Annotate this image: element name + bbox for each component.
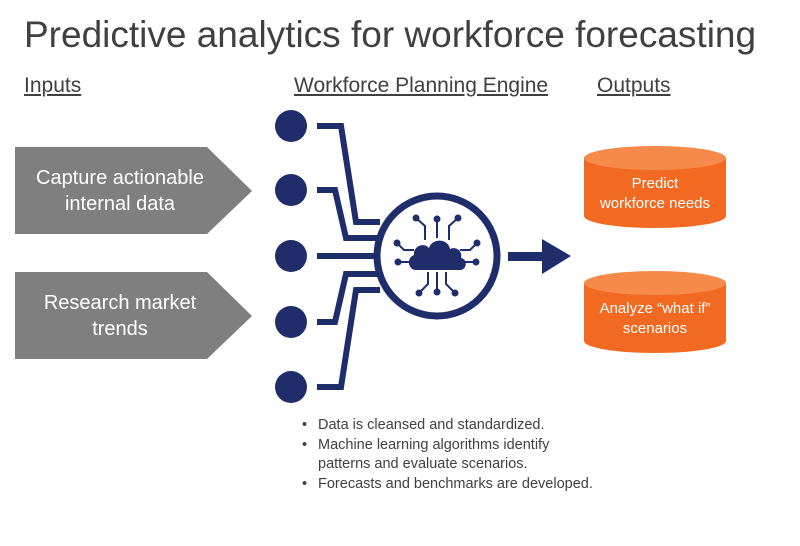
arrow-right-icon xyxy=(508,239,571,274)
inputs-header: Inputs xyxy=(24,74,82,97)
process-bullet-list: Data is cleansed and standardized. Machi… xyxy=(298,416,598,495)
bullet-item: Data is cleansed and standardized. xyxy=(298,416,598,435)
input-arrow-internal-data xyxy=(15,147,252,234)
output-label-predict: Predict workforce needs xyxy=(584,174,726,214)
input-node-2 xyxy=(275,174,307,206)
connector-line-1 xyxy=(317,123,380,225)
bullet-item: Forecasts and benchmarks are developed. xyxy=(298,475,598,494)
page-title: Predictive analytics for workforce forec… xyxy=(24,14,757,55)
input-node-4 xyxy=(275,306,307,338)
connector-line-4 xyxy=(317,271,380,325)
input-node-3 xyxy=(275,240,307,272)
output-cylinder-predict xyxy=(584,146,726,228)
output-label-line: scenarios xyxy=(622,320,688,337)
connector-line-5 xyxy=(317,287,380,390)
output-label-line: Analyze “what if” xyxy=(599,300,711,317)
input-label-internal-data: Capture actionable internal data xyxy=(20,165,220,217)
outputs-header: Outputs xyxy=(597,74,671,97)
output-label-line: workforce needs xyxy=(599,195,711,212)
input-label-market-trends: Research market trends xyxy=(20,290,220,342)
engine-header: Workforce Planning Engine xyxy=(294,74,549,97)
input-label-line: internal data xyxy=(64,193,176,215)
connector-line-2 xyxy=(317,187,380,241)
input-arrow-market-trends xyxy=(15,272,252,359)
output-label-analyze: Analyze “what if” scenarios xyxy=(584,299,726,339)
bullet-item: Machine learning algorithms identify pat… xyxy=(298,436,598,474)
output-cylinder-analyze xyxy=(584,271,726,353)
input-node-5 xyxy=(275,371,307,403)
input-node-1 xyxy=(275,110,307,142)
input-label-line: Research market xyxy=(43,292,197,314)
input-label-line: trends xyxy=(92,318,148,340)
cloud-network-icon xyxy=(393,214,481,297)
output-label-line: Predict xyxy=(631,175,679,192)
input-label-line: Capture actionable xyxy=(36,167,204,189)
